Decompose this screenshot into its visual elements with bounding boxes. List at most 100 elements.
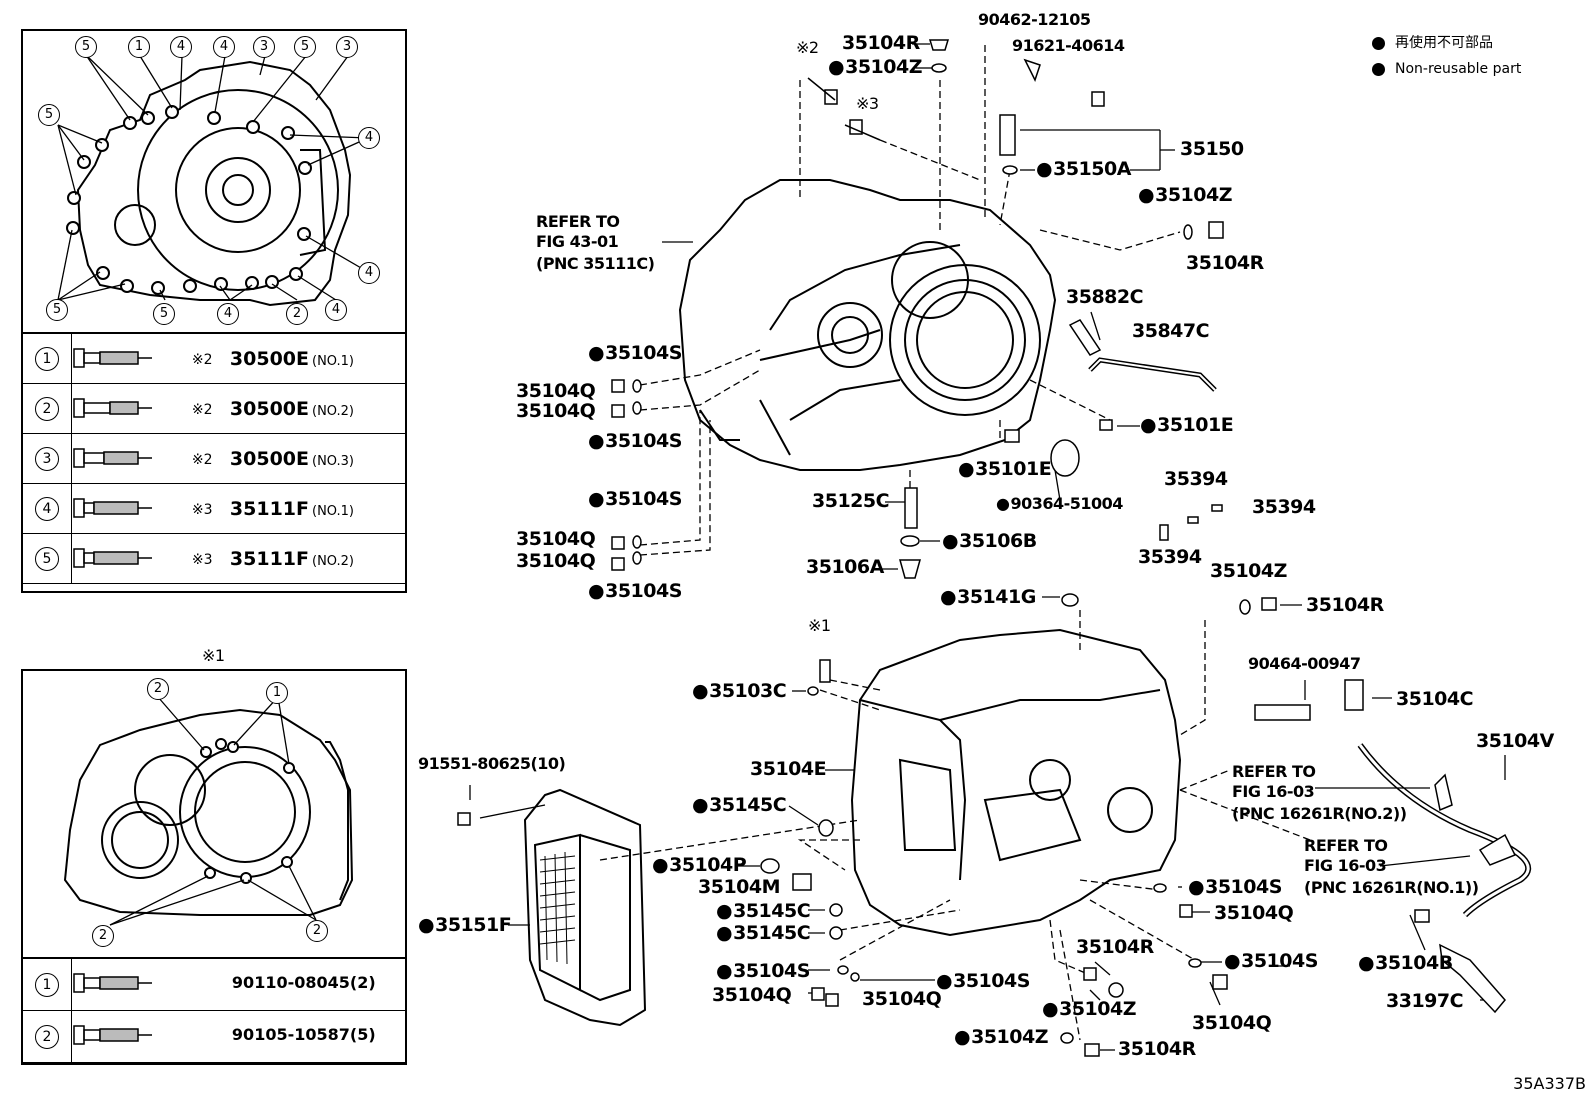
- part-label: 35104Q: [516, 380, 596, 402]
- part-label: 35104R: [1306, 594, 1384, 616]
- callout-2: 2: [147, 678, 169, 700]
- note-mark: ※3: [191, 552, 213, 568]
- part-label: 35104S: [1224, 952, 1318, 971]
- part-label: 35104R: [1186, 252, 1264, 274]
- part-qualifier: (NO.1): [312, 354, 354, 369]
- part-qualifier: (NO.2): [312, 404, 354, 419]
- part-number: 35111F: [229, 548, 310, 570]
- refer-label: FIG 16-03: [1232, 782, 1315, 801]
- row-number: 2: [34, 1024, 59, 1049]
- refer-label: (PNC 35111C): [536, 254, 655, 273]
- callout-4: 4: [358, 127, 380, 149]
- part-label: 35394: [1164, 468, 1228, 490]
- note-mark: ※2: [191, 402, 213, 418]
- part-label: 35101E: [958, 460, 1052, 479]
- part-label: 35104Z: [1042, 1000, 1136, 1019]
- refer-label: REFER TO: [1304, 836, 1388, 855]
- part-label: 35104R: [842, 32, 920, 54]
- bolt-icon: [73, 1025, 152, 1045]
- refer-label: FIG 16-03: [1304, 856, 1387, 875]
- part-label: 35104Z: [828, 58, 922, 77]
- callout-2: 2: [306, 920, 328, 942]
- part-label: 35104B: [1358, 954, 1453, 973]
- non-reusable-dot-icon: [1372, 36, 1385, 50]
- note-mark: ※3: [191, 502, 213, 518]
- note-mark-3: ※3: [856, 94, 879, 113]
- part-label: 35104Q: [516, 528, 596, 550]
- table-row: 1 90110-08045(2): [22, 958, 407, 1011]
- part-number: 35111F: [229, 498, 310, 520]
- table-row: 2 ※2 30500E(NO.2): [22, 383, 407, 434]
- part-label: 90464-00947: [1248, 654, 1361, 673]
- part-label: 35104S: [588, 432, 682, 451]
- part-label: 35104R: [1118, 1038, 1196, 1060]
- part-number: 30500E: [229, 448, 310, 470]
- part-label: 35104P: [652, 856, 747, 875]
- callout-3: 3: [336, 36, 358, 58]
- row-number: 5: [34, 546, 59, 571]
- converter-housing: [678, 179, 1057, 471]
- part-label: 35104Q: [862, 988, 942, 1010]
- row-number: 3: [34, 446, 59, 471]
- part-label: 35145C: [692, 796, 787, 815]
- callout-5: 5: [75, 36, 97, 58]
- part-label: 35104Q: [712, 984, 792, 1006]
- housing-outline-top-left: [76, 60, 352, 307]
- part-label: 35150: [1180, 138, 1244, 160]
- row-number: 2: [34, 396, 59, 421]
- part-label: 35104Z: [954, 1028, 1048, 1047]
- callout-2: 2: [286, 303, 308, 325]
- part-number: 30500E: [229, 348, 310, 370]
- callout-4: 4: [213, 36, 235, 58]
- part-qualifier: (NO.3): [312, 454, 354, 469]
- part-label: 35103C: [692, 682, 787, 701]
- callout-5: 5: [38, 104, 60, 126]
- part-number: 30500E: [229, 398, 310, 420]
- callout-1: 1: [266, 682, 288, 704]
- part-label: 91551-80625(10): [418, 754, 566, 773]
- refer-label: FIG 43-01: [536, 232, 619, 251]
- legend-line-en: Non-reusable part: [1372, 62, 1521, 76]
- row-number: 1: [34, 972, 59, 997]
- callout-1: 1: [128, 36, 150, 58]
- refer-label: REFER TO: [1232, 762, 1316, 781]
- callout-4: 4: [217, 303, 239, 325]
- part-label: 35104Q: [1192, 1012, 1272, 1034]
- part-label: 35882C: [1066, 286, 1144, 308]
- callout-5: 5: [294, 36, 316, 58]
- table-row: 3 ※2 30500E(NO.3): [22, 433, 407, 484]
- part-label: 35145C: [716, 902, 811, 921]
- part-label: 35847C: [1132, 320, 1210, 342]
- part-label: 90462-12105: [978, 10, 1091, 29]
- table-row: 1 ※2 30500E(NO.1): [22, 333, 407, 384]
- part-label: 35104R: [1076, 936, 1154, 958]
- part-label: 35104Q: [516, 550, 596, 572]
- part-label: 35106A: [806, 556, 884, 578]
- part-label: 35394: [1252, 496, 1316, 518]
- part-label: 35104S: [588, 344, 682, 363]
- callout-4: 4: [325, 299, 347, 321]
- refer-label: REFER TO: [536, 212, 620, 231]
- part-label: 35141G: [940, 588, 1036, 607]
- part-label: 35394: [1138, 546, 1202, 568]
- part-label: 35104Q: [516, 400, 596, 422]
- diagram-code: 35A337B: [1513, 1074, 1586, 1093]
- callout-2: 2: [92, 925, 114, 947]
- part-label: 35104S: [1188, 878, 1282, 897]
- callout-5: 5: [46, 299, 68, 321]
- part-label: 35125C: [812, 490, 890, 512]
- part-label: 35151F: [418, 916, 512, 935]
- non-reusable-dot-icon: [1372, 62, 1385, 76]
- part-label: 35101E: [1140, 416, 1234, 435]
- row-number: 4: [34, 496, 59, 521]
- part-label: 35150A: [1036, 160, 1131, 179]
- part-label: 33197C: [1386, 990, 1464, 1012]
- part-label: 35104S: [716, 962, 810, 981]
- legend-line-jp: 再使用不可部品: [1372, 36, 1493, 50]
- part-label: 35104C: [1396, 688, 1474, 710]
- housing-outline-bottom-left: [63, 708, 354, 916]
- bolt-icon: [73, 973, 152, 993]
- part-label: 35104Z: [1210, 560, 1287, 582]
- callout-4: 4: [170, 36, 192, 58]
- callout-3: 3: [253, 36, 275, 58]
